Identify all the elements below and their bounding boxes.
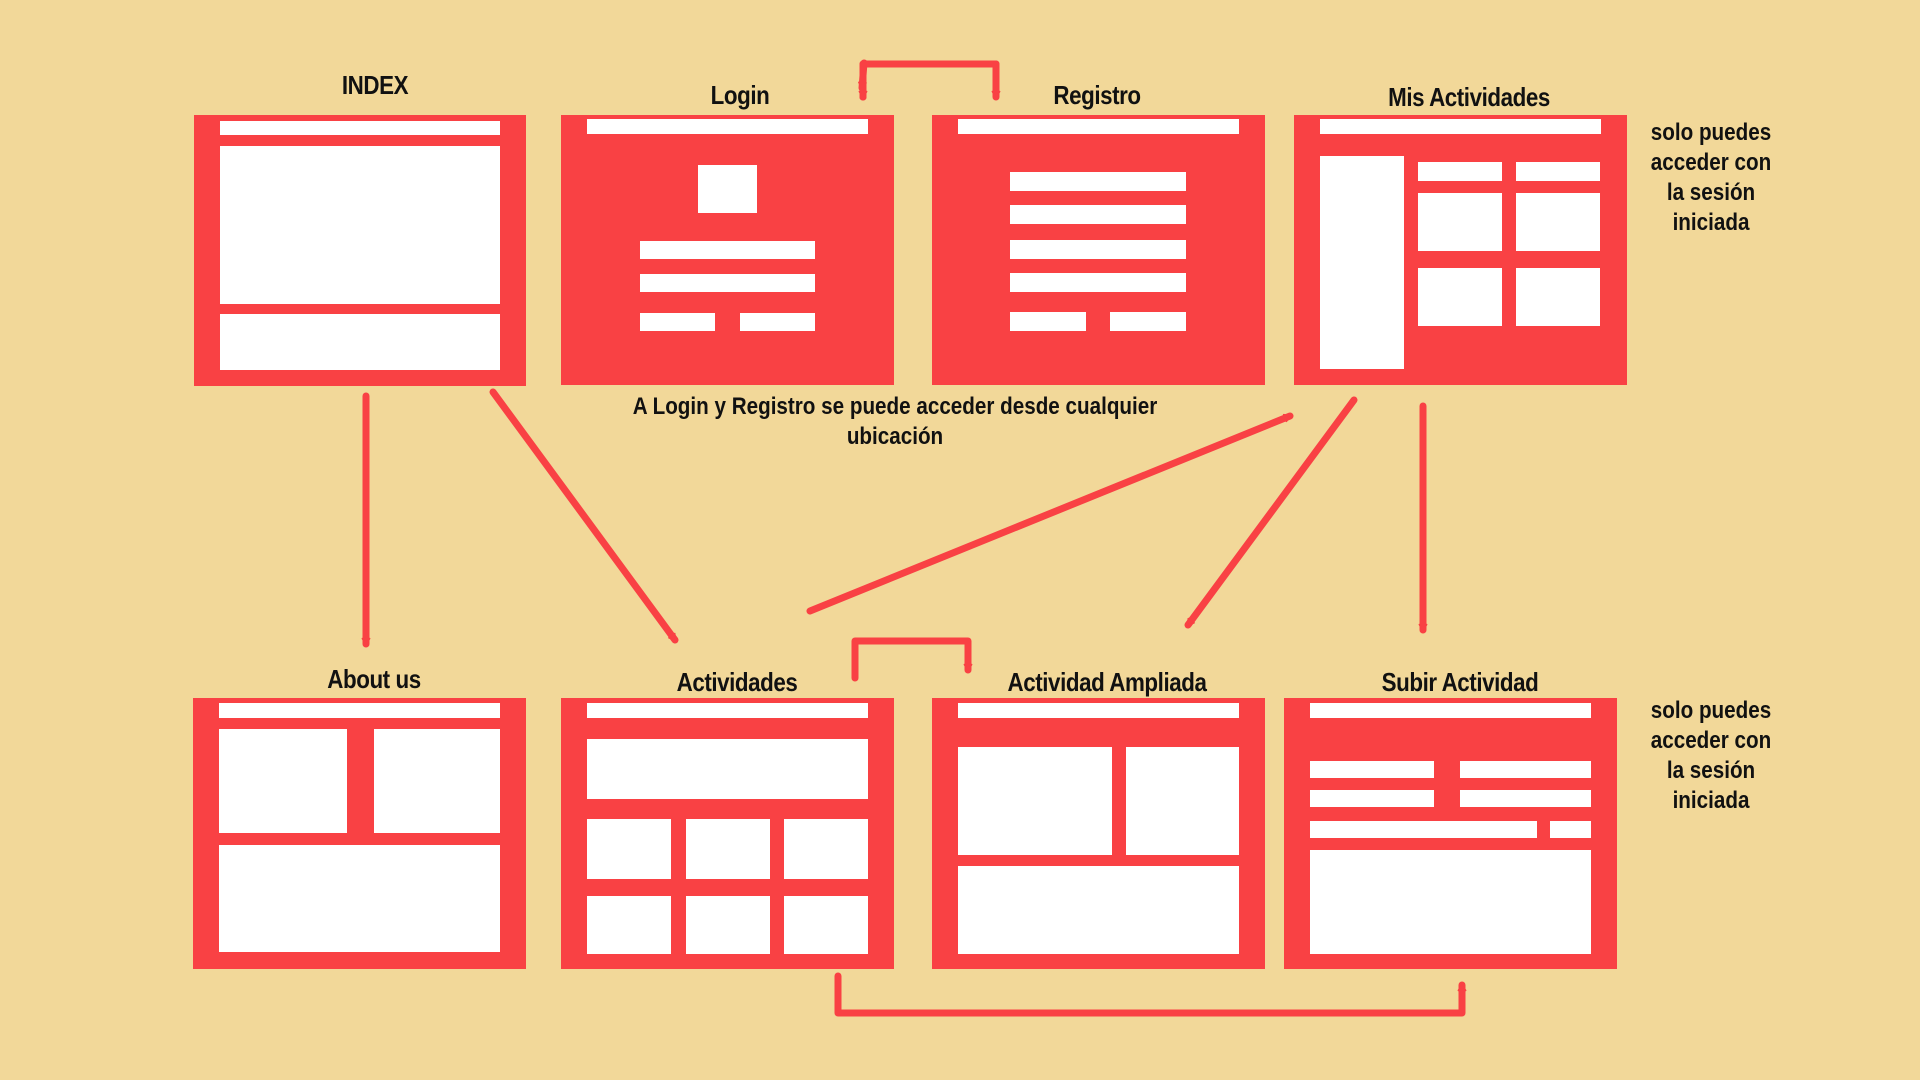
- label-login: Login: [710, 80, 770, 110]
- label-actividad-ampliada: Actividad Ampliada: [1007, 667, 1207, 697]
- wireframe-index: [194, 115, 526, 386]
- wireframe-about-us: [193, 698, 526, 969]
- note-session-top: solo puedes acceder con la sesión inicia…: [1650, 119, 1772, 236]
- arrow-actividades-actividad-ampliada: [851, 637, 973, 682]
- note-session-bottom: solo puedes acceder con la sesión inicia…: [1650, 697, 1772, 814]
- label-registro: Registro: [1053, 80, 1141, 110]
- wireframe-actividades: [561, 698, 894, 969]
- label-about-us: About us: [327, 664, 421, 694]
- arrow-bracket-login-registro: [859, 60, 1001, 101]
- label-subir-actividad: Subir Actividad: [1381, 667, 1539, 697]
- wireframe-actividad-ampliada: [932, 698, 1265, 969]
- note-login-registro: A Login y Registro se puede acceder desd…: [632, 393, 1158, 450]
- wireframe-registro: [932, 115, 1265, 385]
- arrow-actividades-mis-actividades: [806, 412, 1294, 615]
- arrow-actividades-subir-actividad: [834, 972, 1467, 1017]
- label-index: INDEX: [341, 70, 409, 100]
- wireframe-subir-actividad: [1284, 698, 1617, 969]
- arrow-mis-actividades-actividad-ampliada: [1184, 396, 1358, 629]
- wireframe-login: [561, 115, 894, 385]
- wireframe-mis-actividades: [1294, 115, 1627, 385]
- arrow-bracket-registro-login: [858, 60, 1000, 101]
- label-mis-actividades: Mis Actividades: [1388, 82, 1550, 112]
- label-actividades: Actividades: [676, 667, 798, 697]
- arrow-index-actividades: [489, 388, 679, 644]
